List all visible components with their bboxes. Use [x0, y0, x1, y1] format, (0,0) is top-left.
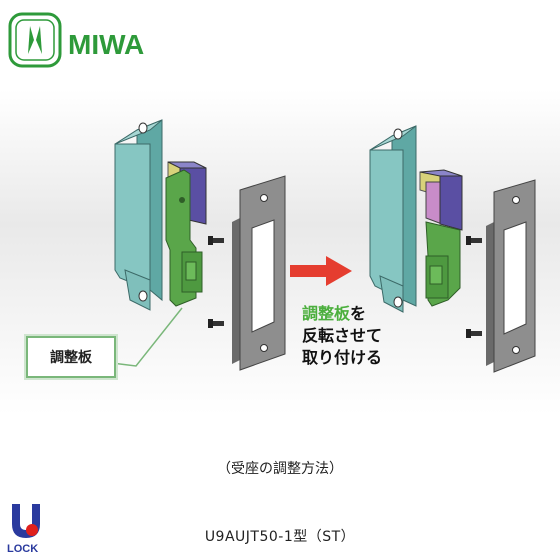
strike-plate-right [486, 179, 536, 373]
screw-icon [208, 236, 224, 245]
adjustment-plate-left [165, 169, 203, 307]
arrow-right-icon [290, 256, 352, 286]
instruction-line-2: 反転させて [302, 326, 383, 345]
instruction-line-3: 取り付ける [302, 348, 383, 367]
screw-icon [466, 236, 482, 245]
instruction-line-1: 調整板を [302, 303, 382, 325]
model-number: U9AUJT50-1型（ST） [204, 529, 356, 545]
lock-logo-icon: LOCK [7, 504, 40, 554]
figure-caption: （受座の調整方法） [217, 461, 343, 477]
screw-icon [208, 319, 224, 328]
instruction-line-1-rest: を [350, 304, 367, 323]
adjustment-plate-callout: 調整板 [26, 336, 116, 378]
strike-adjustment-diagram [111, 119, 536, 373]
miwa-logo-icon: MIWA [8, 12, 144, 68]
adjustment-plate-right [425, 221, 461, 307]
screw-icon [466, 329, 482, 338]
instruction-highlight: 調整板 [302, 304, 351, 323]
miwa-logo-text: MIWA [68, 29, 144, 60]
lock-logo-text: LOCK [7, 543, 38, 554]
right-assembly [369, 125, 536, 373]
strike-plate-left [232, 175, 286, 371]
instruction-text: 調整板を 反転させて 取り付ける [302, 303, 382, 369]
left-assembly [111, 119, 286, 371]
